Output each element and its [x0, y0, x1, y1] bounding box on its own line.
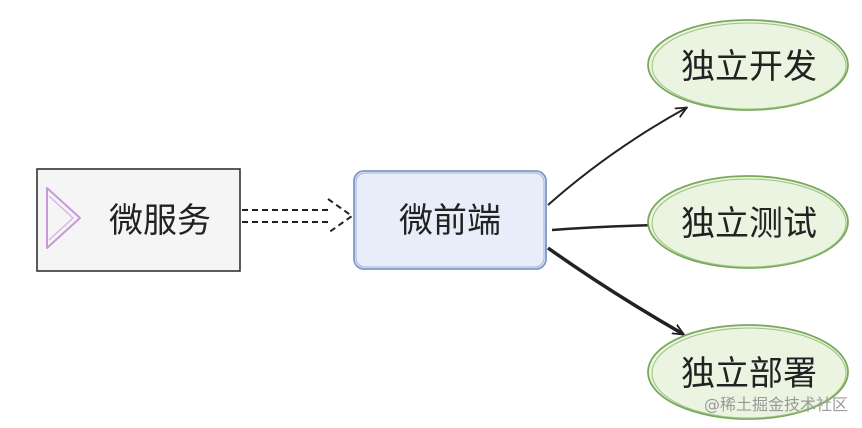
microservice-label: 微服务	[109, 201, 211, 241]
arrow-to-independent-deployment	[546, 246, 683, 334]
independent-testing-ellipse-sketch	[651, 178, 847, 268]
arrow-to-independent-development	[547, 108, 686, 206]
independent-deployment-ellipse	[647, 324, 849, 420]
independent-development-label: 独立开发	[681, 47, 817, 87]
play-triangle-icon	[46, 187, 81, 249]
independent-development-ellipse-sketch	[651, 22, 847, 110]
arrow-to-independent-testing	[551, 225, 662, 232]
independent-deployment-label: 独立部署	[681, 354, 817, 394]
independent-deployment-ellipse-sketch	[651, 327, 847, 419]
microfrontend-box	[353, 170, 547, 270]
node-independent-development: 独立开发	[647, 19, 849, 111]
node-microfrontend: 微前端	[353, 170, 547, 270]
play-triangle-icon-inner	[48, 195, 75, 241]
arrow-microservice-to-microfrontend	[242, 198, 353, 234]
node-microservice: 微服务	[36, 168, 241, 272]
microfrontend-box-sketch	[355, 172, 545, 268]
independent-testing-label: 独立测试	[681, 204, 817, 244]
node-independent-testing: 独立测试	[647, 175, 849, 269]
independent-development-ellipse	[647, 19, 849, 111]
node-independent-deployment: 独立部署	[647, 324, 849, 420]
watermark: @稀土掘金技术社区	[704, 395, 848, 414]
independent-testing-ellipse	[647, 175, 849, 269]
microfrontend-label: 微前端	[399, 201, 501, 241]
